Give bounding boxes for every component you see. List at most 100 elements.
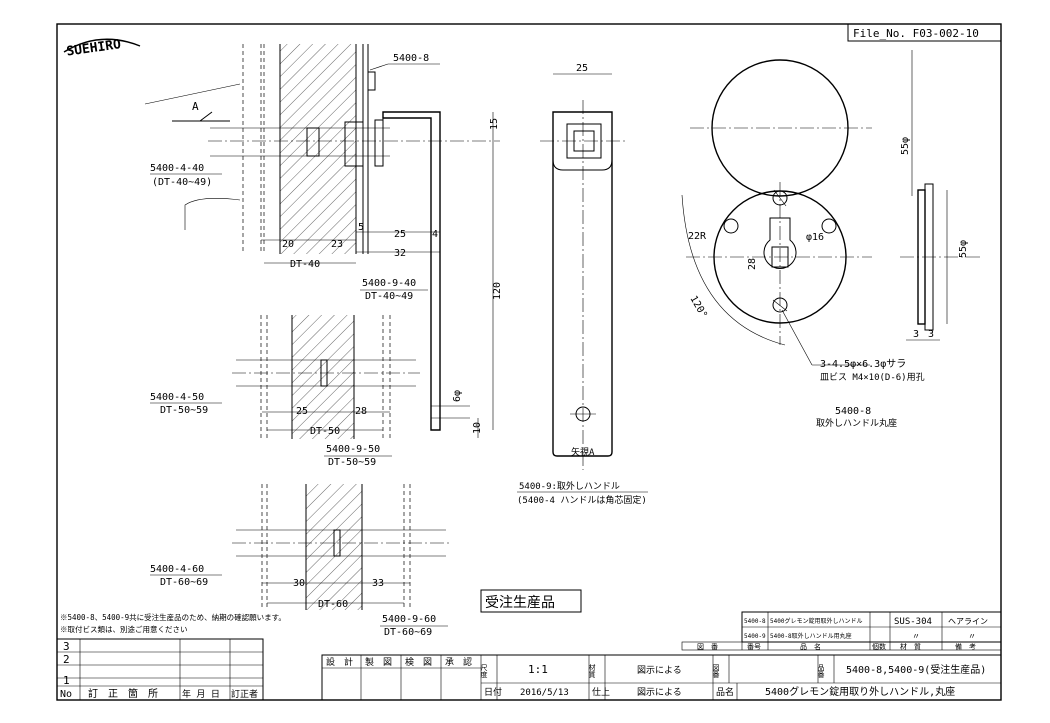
dim-25a: 25: [394, 229, 406, 240]
label-5400-4-60: 5400-4-60: [150, 564, 204, 575]
rosette-name: 取外しハンドル丸座: [816, 417, 897, 429]
label-5400-9-50: 5400-9-50: [326, 444, 380, 455]
name-label: 品名: [716, 686, 734, 698]
revision-header-no: No: [60, 689, 72, 700]
revision-row-2: 2: [63, 653, 70, 666]
handle-view-a: 25 矢視A 5400-9:取外しハンドル (5400-4 ハンドルは角芯固定): [517, 63, 648, 506]
dim-20: 20: [282, 239, 294, 250]
logo-text: SUEHIRO: [66, 37, 123, 60]
revision-block: 3 2 1 No 訂 正 箇 所 年 月 日 訂正者: [56, 638, 264, 701]
parts-header-no: 番号: [747, 643, 761, 651]
dim-15: 15: [489, 118, 500, 130]
finish-label: 仕上: [592, 686, 610, 698]
label-dt-60-69-a: DT-60~69: [160, 577, 208, 588]
date-value: 2016/5/13: [520, 688, 569, 698]
date-label: 日付: [484, 687, 502, 698]
parts-row-1-finish: ヘアライン: [948, 617, 988, 626]
logo: SUEHIRO: [63, 37, 141, 60]
dim-30: 30: [293, 578, 305, 589]
parts-row-1-material: SUS-304: [894, 617, 932, 627]
handle-note: (5400-4 ハンドルは角芯固定): [517, 494, 647, 506]
revision-header-desc: 訂 正 箇 所: [88, 687, 158, 700]
scale-label: 尺度: [480, 664, 488, 679]
parts-row-2-finish: 〃: [968, 632, 976, 641]
label-dt-40-49-a: (DT-40~49): [152, 177, 212, 188]
parts-header-remarks: 備 考: [955, 642, 976, 651]
label-dt-60-69-b: DT-60~69: [384, 627, 432, 638]
revision-header-date: 年 月 日: [182, 688, 220, 700]
role-approve: 承 認: [445, 656, 472, 668]
role-design: 設 計: [326, 656, 353, 668]
file-no: File_No. F03-002-10: [853, 27, 979, 40]
dim-3b: 3: [928, 329, 934, 340]
dim-5: 5: [358, 222, 364, 233]
parts-row-1-no: 5400-8: [744, 618, 766, 625]
file-no-box: [847, 23, 1002, 42]
title-block: 設 計 製 図 検 図 承 認 尺度 1:1 材質 図示による 図番 品番 54…: [321, 654, 1002, 701]
dim-55b: 55φ: [958, 240, 969, 258]
parts-header-material: 材 質: [900, 642, 921, 651]
part-no-value: 5400-8,5400-9(受注生産品): [846, 663, 986, 676]
dim-32: 32: [394, 248, 406, 259]
side-section-view-60: 5400-4-60 DT-60~69 30 33 DT-60 5400-9-60…: [150, 484, 450, 638]
dim-dt-60: DT-60: [318, 599, 348, 610]
dim-10: 10: [472, 422, 483, 434]
label-dt-40-49-b: DT-40~49: [365, 291, 413, 302]
dim-55a: 55φ: [900, 137, 911, 155]
screw-spec: 皿ビス M4×10(D-6)用孔: [820, 372, 925, 383]
parts-header-name: 品 名: [800, 642, 821, 651]
parts-list: 5400-8 5400グレモン錠用取外しハンドル SUS-304 ヘアライン 5…: [681, 611, 1002, 651]
dim-6phi: 6φ: [452, 390, 463, 402]
parts-row-2-material: 〃: [912, 632, 920, 641]
dim-22r: 22R: [688, 231, 707, 242]
made-to-order-box: [480, 589, 582, 613]
rosette-views: 22R φ16 28 120° 3-4.5φ×6.3φサラ 皿ビス M4×10(…: [681, 50, 980, 429]
dim-dt-40: DT-40: [290, 259, 320, 270]
parts-header-qty: 個数: [872, 642, 886, 651]
revision-row-3: 3: [63, 640, 70, 653]
label-dt-50-59-b: DT-50~59: [328, 457, 376, 468]
parts-row-1-name: 5400グレモン錠用取外しハンドル: [770, 617, 862, 625]
dim-25c: 25: [296, 406, 308, 417]
note-1: ※5400-8、5400-9共に受注生産品のため、納期の確認願います。: [60, 612, 286, 622]
label-5400-4-50: 5400-4-50: [150, 392, 204, 403]
role-draft: 製 図: [365, 656, 392, 668]
dim-33: 33: [372, 578, 384, 589]
label-dt-50-59-a: DT-50~59: [160, 405, 208, 416]
parts-row-2-name: 5400-8取外しハンドル用丸座: [770, 632, 852, 640]
dim-25b: 25: [576, 63, 588, 74]
side-section-view-40: A 5400-8 5400-4-40 (DT-40~49) 20 23 5 25…: [144, 44, 503, 438]
dim-phi16: φ16: [806, 232, 824, 243]
material-label: 材質: [588, 663, 596, 679]
label-5400-9-60: 5400-9-60: [382, 614, 436, 625]
arrow-a-label: A: [192, 100, 199, 113]
view-a-label: 矢視A: [571, 446, 595, 458]
dim-4: 4: [432, 229, 438, 240]
dim-3a: 3: [913, 329, 919, 340]
revision-row-1: 1: [63, 674, 70, 687]
dim-dt-50: DT-50: [310, 426, 340, 437]
note-2: ※取付ビス類は、別途ご用意ください: [60, 624, 188, 634]
drawing-no-label: 図番: [712, 664, 720, 679]
handle-title: 5400-9:取外しハンドル: [519, 480, 620, 492]
part-no-label: 品番: [817, 664, 825, 679]
finish-value: 図示による: [637, 687, 682, 698]
dim-28a: 28: [355, 406, 367, 417]
name-value: 5400グレモン錠用取り外しハンドル,丸座: [765, 685, 955, 698]
dim-28b: 28: [747, 258, 758, 270]
label-5400-8: 5400-8: [393, 53, 429, 64]
dim-120: 120: [492, 282, 503, 300]
dim-120deg: 120°: [687, 294, 709, 320]
parts-row-2-no: 5400-9: [744, 633, 766, 640]
label-5400-9-40: 5400-9-40: [362, 278, 416, 289]
revision-header-by: 訂正者: [231, 688, 258, 700]
label-5400-4-40: 5400-4-40: [150, 163, 204, 174]
scale-value: 1:1: [528, 663, 548, 676]
hole-spec: 3-4.5φ×6.3φサラ: [820, 358, 906, 370]
side-section-view-50: 5400-4-50 DT-50~59 25 28 DT-50 5400-9-50…: [150, 315, 420, 468]
made-to-order: 受注生産品: [485, 595, 555, 611]
role-check: 検 図: [405, 656, 432, 668]
parts-header-drawing: 図 番: [697, 643, 718, 651]
dim-23: 23: [331, 239, 343, 250]
